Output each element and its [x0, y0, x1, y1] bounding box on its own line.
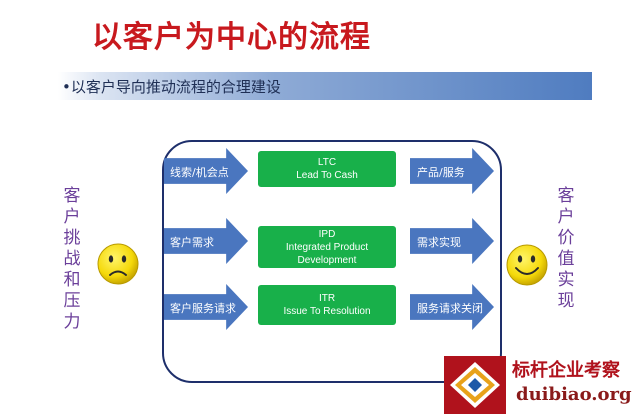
process-box-ltc: LTC Lead To Cash	[258, 151, 396, 187]
slide-title: 以客户为中心的流程	[92, 20, 371, 55]
process-name: Development	[297, 254, 357, 266]
right-label-char: 户	[557, 207, 575, 227]
output-label-realization: 需求实现	[417, 236, 461, 249]
logo-mark-icon	[444, 356, 506, 414]
right-label-char: 实	[557, 270, 575, 290]
input-label-demand: 客户需求	[170, 236, 214, 249]
logo-domain: duibiao.org	[516, 384, 632, 405]
right-label-char: 值	[557, 249, 575, 269]
input-label-leads: 线索/机会点	[170, 166, 229, 179]
input-label-service: 客户服务请求	[170, 302, 236, 315]
right-label-char: 客	[557, 186, 575, 206]
customer-challenge-label: 客 户 挑 战 和 压 力	[61, 186, 83, 333]
sad-face-icon	[97, 243, 139, 285]
customer-value-label: 客 户 价 值 实 现	[555, 186, 577, 312]
process-name: Integrated Product	[285, 241, 369, 253]
process-name: Issue To Resolution	[283, 306, 371, 317]
left-label-char: 客	[63, 186, 81, 206]
happy-face-icon	[506, 244, 548, 286]
left-label-char: 户	[63, 207, 81, 227]
output-label-product: 产品/服务	[417, 166, 465, 179]
right-label-char: 现	[557, 291, 575, 311]
process-name: Lead To Cash	[296, 170, 358, 181]
process-code: IPD	[318, 228, 336, 240]
logo-name: 标杆企业考察	[512, 360, 620, 381]
left-label-char: 压	[63, 291, 81, 311]
process-box-ipd: IPD Integrated Product Development	[258, 226, 396, 268]
subtitle-bar	[58, 72, 592, 100]
process-code: LTC	[317, 157, 337, 168]
subtitle: •以客户导向推动流程的合理建设	[62, 78, 281, 96]
left-label-char: 力	[63, 312, 81, 332]
left-label-char: 挑	[63, 228, 81, 248]
process-box-itr: ITR Issue To Resolution	[258, 285, 396, 325]
left-label-char: 和	[63, 270, 81, 290]
right-label-char: 价	[557, 228, 575, 248]
process-code: ITR	[318, 293, 336, 304]
output-label-closure: 服务请求关闭	[417, 302, 483, 315]
left-label-char: 战	[63, 249, 81, 269]
